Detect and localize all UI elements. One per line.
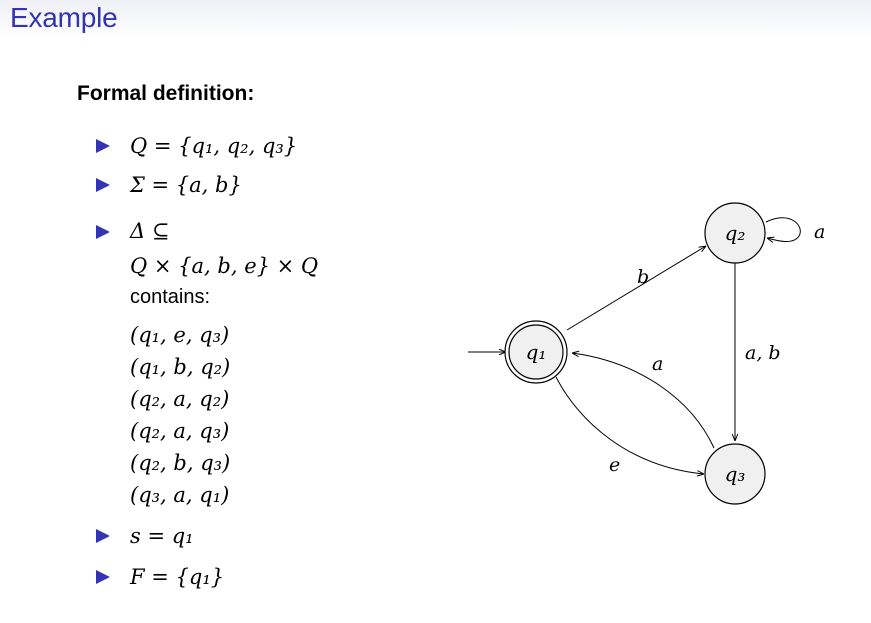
transition-tuple: (q₂, a, q₃) [130, 419, 230, 443]
edge-q1-q3 [555, 376, 704, 474]
transition-tuple: (q₂, b, q₃) [130, 451, 231, 475]
alphabet-line: Σ = {a, b} [130, 173, 242, 197]
edge-label-q3-q1: a [652, 353, 663, 375]
transition-tuple: (q₃, a, q₁) [130, 483, 230, 507]
transition-tuple: (q₁, b, q₂) [130, 355, 231, 379]
delta-contains-text: contains: [130, 286, 211, 308]
bullet-marker [96, 139, 110, 153]
title-band [0, 0, 871, 40]
edge-label-q2-q3: a, b [745, 342, 781, 364]
state-label-q2: q₂ [725, 221, 746, 245]
slide-title: Example [10, 2, 118, 33]
edge-q2-loop [765, 217, 801, 242]
delta-line-1: Δ ⊆ [130, 219, 170, 243]
edge-label-q1-q2: b [637, 266, 649, 288]
bullet-marker [96, 570, 110, 584]
final-states-line: F = {q₁} [130, 565, 225, 589]
bullet-marker [96, 529, 110, 543]
state-q1: q₁ [504, 320, 568, 384]
edge-q3-q1 [572, 353, 715, 449]
state-label-q3: q₃ [725, 462, 746, 486]
delta-line-2: Q × {a, b, e} × Q [130, 254, 319, 278]
bullet-marker [96, 225, 110, 239]
definition-heading: Formal definition: [77, 82, 255, 105]
transition-tuple: (q₁, e, q₃) [130, 323, 230, 347]
state-q2: q₂ [704, 202, 766, 264]
state-q3: q₃ [704, 443, 766, 505]
transition-tuple: (q₂, a, q₂) [130, 387, 230, 411]
edge-label-q1-q3: e [609, 454, 620, 476]
start-state-line: s = q₁ [130, 524, 194, 548]
state-label-q1: q₁ [526, 340, 547, 364]
edge-q1-q2 [566, 246, 706, 331]
bullet-marker [96, 178, 110, 192]
states-set-line: Q = {q₁, q₂, q₃} [130, 134, 298, 158]
edge-label-q2-loop: a [814, 221, 825, 243]
